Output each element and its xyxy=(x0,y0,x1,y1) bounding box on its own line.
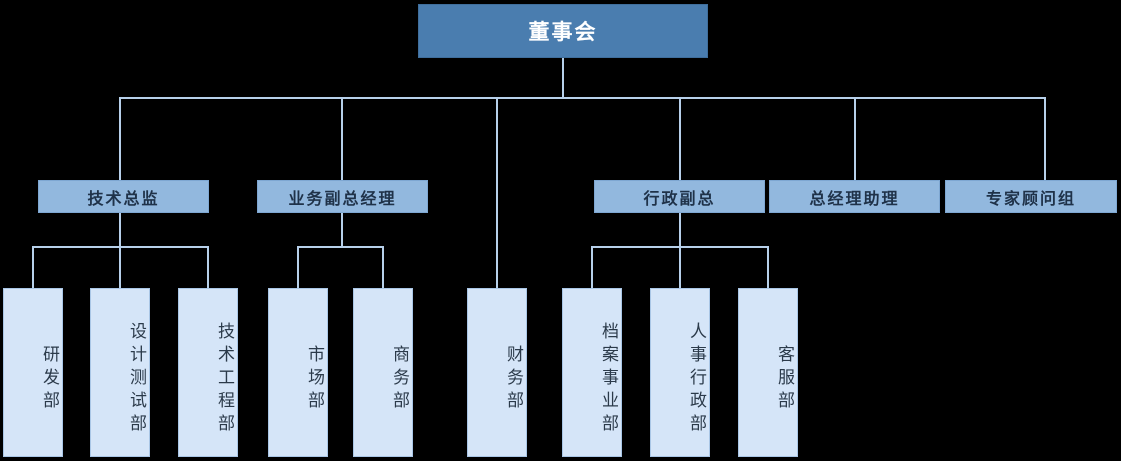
node-hr-admin-department[interactable]: 人事行政部 xyxy=(650,288,710,457)
connector-drop-gm-assistant xyxy=(854,97,856,180)
node-label: 商务部 xyxy=(389,345,409,414)
node-expert-advisory-group[interactable]: 专家顾问组 xyxy=(945,180,1117,213)
node-label: 专家顾问组 xyxy=(985,188,1076,208)
node-label: 行政副总 xyxy=(643,188,716,208)
node-technical-engineering-department[interactable]: 技术工程部 xyxy=(178,288,238,457)
node-archives-division[interactable]: 档案事业部 xyxy=(562,288,622,457)
connector-drop-expert-group xyxy=(1044,97,1046,180)
node-business-department[interactable]: 商务部 xyxy=(353,288,413,457)
node-label: 董事会 xyxy=(528,20,598,44)
node-label: 总经理助理 xyxy=(809,188,900,208)
connector-drop-customer-service xyxy=(767,246,769,288)
node-customer-service-department[interactable]: 客服部 xyxy=(738,288,798,457)
node-label: 档案事业部 xyxy=(598,322,618,437)
node-business-vp[interactable]: 业务副总经理 xyxy=(257,180,428,213)
connector-stem-business-vp xyxy=(341,212,343,247)
node-rnd-department[interactable]: 研发部 xyxy=(3,288,63,457)
connector-drop-business-vp xyxy=(341,97,343,180)
connector-drop-admin-vp xyxy=(679,97,681,180)
connector-stem-tech-director xyxy=(119,212,121,247)
node-tech-director[interactable]: 技术总监 xyxy=(38,180,209,213)
connector-drop-tech-director xyxy=(119,97,121,180)
node-admin-vp[interactable]: 行政副总 xyxy=(594,180,765,213)
node-label: 技术工程部 xyxy=(214,322,234,437)
connector-drop-rnd xyxy=(32,246,34,288)
node-label: 设计测试部 xyxy=(126,322,146,437)
node-marketing-department[interactable]: 市场部 xyxy=(268,288,328,457)
node-board-of-directors[interactable]: 董事会 xyxy=(418,4,708,58)
connector-stem-admin-vp xyxy=(679,212,681,247)
node-design-testing-department[interactable]: 设计测试部 xyxy=(90,288,150,457)
node-finance-department[interactable]: 财务部 xyxy=(467,288,527,457)
connector-root-stem xyxy=(562,58,564,98)
node-label: 业务副总经理 xyxy=(288,188,397,208)
node-label: 人事行政部 xyxy=(686,322,706,437)
connector-level2-bus xyxy=(119,97,1046,99)
node-label: 市场部 xyxy=(304,345,324,414)
node-label: 财务部 xyxy=(503,345,523,414)
connector-drop-hr-admin xyxy=(679,246,681,288)
connector-drop-business xyxy=(382,246,384,288)
node-label: 技术总监 xyxy=(87,188,160,208)
connector-drop-marketing xyxy=(297,246,299,288)
connector-bus-business-vp xyxy=(297,246,384,248)
connector-drop-finance xyxy=(496,97,498,288)
connector-drop-design-test xyxy=(119,246,121,288)
node-gm-assistant[interactable]: 总经理助理 xyxy=(769,180,940,213)
connector-drop-tech-engineering xyxy=(207,246,209,288)
connector-drop-archives xyxy=(591,246,593,288)
node-label: 客服部 xyxy=(774,345,794,414)
node-label: 研发部 xyxy=(39,345,59,414)
